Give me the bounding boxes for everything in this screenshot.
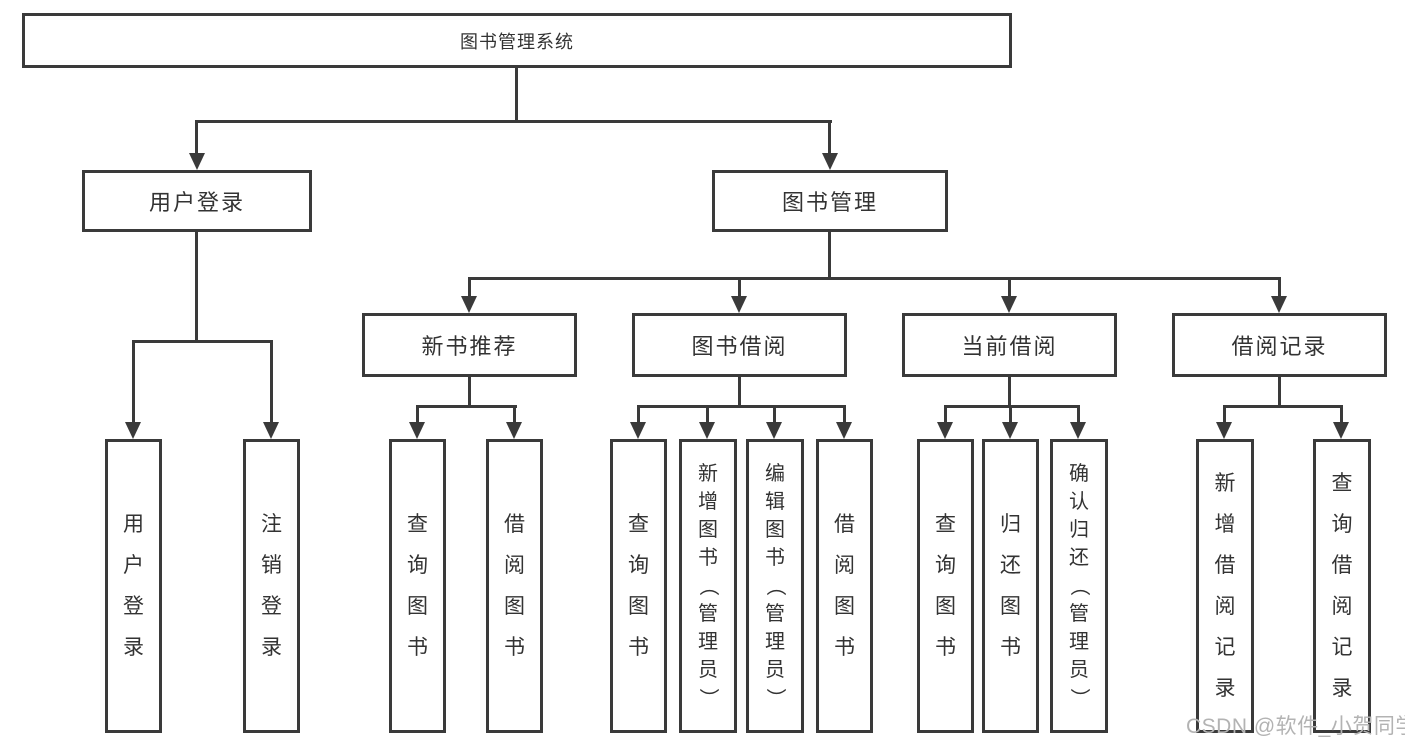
connector-current-drop-3 [1077, 405, 1080, 424]
connector-borrowing-drop-3 [773, 405, 776, 424]
arrowhead-recommend-leaf-2 [506, 422, 522, 439]
arrowhead-borrowing-leaf-2 [699, 422, 715, 439]
arrowhead-current-leaf-1 [937, 422, 953, 439]
node-user-login: 用户登录 [82, 170, 312, 232]
connector-recommend-drop-1 [416, 405, 419, 424]
connector-root-stem [515, 68, 518, 122]
node-book-borrowing: 图书借阅 [632, 313, 847, 377]
leaf-query-book-current: 查询图书 [917, 439, 974, 733]
arrowhead-current-leaf-2 [1002, 422, 1018, 439]
connector-userlogin-drop-1 [132, 340, 135, 424]
leaf-add-book-admin: 新增图书（管理员） [679, 439, 737, 733]
connector-root-hline [196, 120, 832, 123]
connector-bookmgmt-drop-3 [1008, 277, 1011, 299]
arrowhead-to-user-login [189, 153, 205, 170]
arrowhead-to-leaf-user-login [125, 422, 141, 439]
leaf-query-book-recommend: 查询图书 [389, 439, 446, 733]
csdn-watermark: CSDN @软件_小贺同学 [1186, 715, 1405, 738]
leaf-borrow-book: 借阅图书 [816, 439, 873, 733]
connector-root-right-drop [828, 120, 831, 155]
node-borrow-records: 借阅记录 [1172, 313, 1387, 377]
connector-bookmgmt-drop-1 [468, 277, 471, 299]
arrowhead-to-borrow-records [1271, 296, 1287, 313]
arrowhead-to-book-borrowing [731, 296, 747, 313]
leaf-add-borrow-record: 新增借阅记录 [1196, 439, 1254, 733]
connector-borrowing-drop-1 [637, 405, 640, 424]
arrowhead-to-current-borrowing [1001, 296, 1017, 313]
connector-recommend-hline [416, 405, 517, 408]
connector-records-drop-2 [1340, 405, 1343, 424]
connector-borrowing-hline [637, 405, 846, 408]
connector-borrowing-stem [738, 377, 741, 408]
connector-bookmgmt-drop-2 [738, 277, 741, 299]
arrowhead-current-leaf-3 [1070, 422, 1086, 439]
leaf-logout: 注销登录 [243, 439, 300, 733]
connector-userlogin-drop-2 [270, 340, 273, 424]
leaf-query-borrow-record: 查询借阅记录 [1313, 439, 1371, 733]
connector-recommend-drop-2 [513, 405, 516, 424]
node-current-borrowing: 当前借阅 [902, 313, 1117, 377]
connector-current-hline [944, 405, 1080, 408]
connector-bookmgmt-drop-4 [1278, 277, 1281, 299]
connector-records-stem [1278, 377, 1281, 408]
root-node-library-system: 图书管理系统 [22, 13, 1012, 68]
connector-userlogin-hline [132, 340, 273, 343]
leaf-borrow-book-recommend: 借阅图书 [486, 439, 543, 733]
connector-root-left-drop [195, 120, 198, 155]
node-book-management: 图书管理 [712, 170, 948, 232]
connector-bookmgmt-hline [468, 277, 1281, 280]
connector-bookmgmt-stem [828, 232, 831, 279]
leaf-edit-book-admin: 编辑图书（管理员） [746, 439, 804, 733]
connector-userlogin-stem [195, 232, 198, 342]
arrowhead-borrowing-leaf-3 [766, 422, 782, 439]
connector-current-drop-1 [944, 405, 947, 424]
arrowhead-borrowing-leaf-4 [836, 422, 852, 439]
connector-records-hline [1223, 405, 1343, 408]
node-new-book-recommend: 新书推荐 [362, 313, 577, 377]
connector-recommend-stem [468, 377, 471, 408]
arrowhead-to-new-book-recommend [461, 296, 477, 313]
connector-current-stem [1008, 377, 1011, 408]
arrowhead-records-leaf-2 [1333, 422, 1349, 439]
leaf-return-book: 归还图书 [982, 439, 1039, 733]
connector-borrowing-drop-2 [706, 405, 709, 424]
connector-borrowing-drop-4 [843, 405, 846, 424]
arrowhead-to-leaf-logout [263, 422, 279, 439]
leaf-confirm-return-admin: 确认归还（管理员） [1050, 439, 1108, 733]
connector-current-drop-2 [1009, 405, 1012, 424]
arrowhead-records-leaf-1 [1216, 422, 1232, 439]
leaf-user-login: 用户登录 [105, 439, 162, 733]
arrowhead-recommend-leaf-1 [409, 422, 425, 439]
arrowhead-borrowing-leaf-1 [630, 422, 646, 439]
leaf-query-book-borrowing: 查询图书 [610, 439, 667, 733]
arrowhead-to-book-management [822, 153, 838, 170]
connector-records-drop-1 [1223, 405, 1226, 424]
